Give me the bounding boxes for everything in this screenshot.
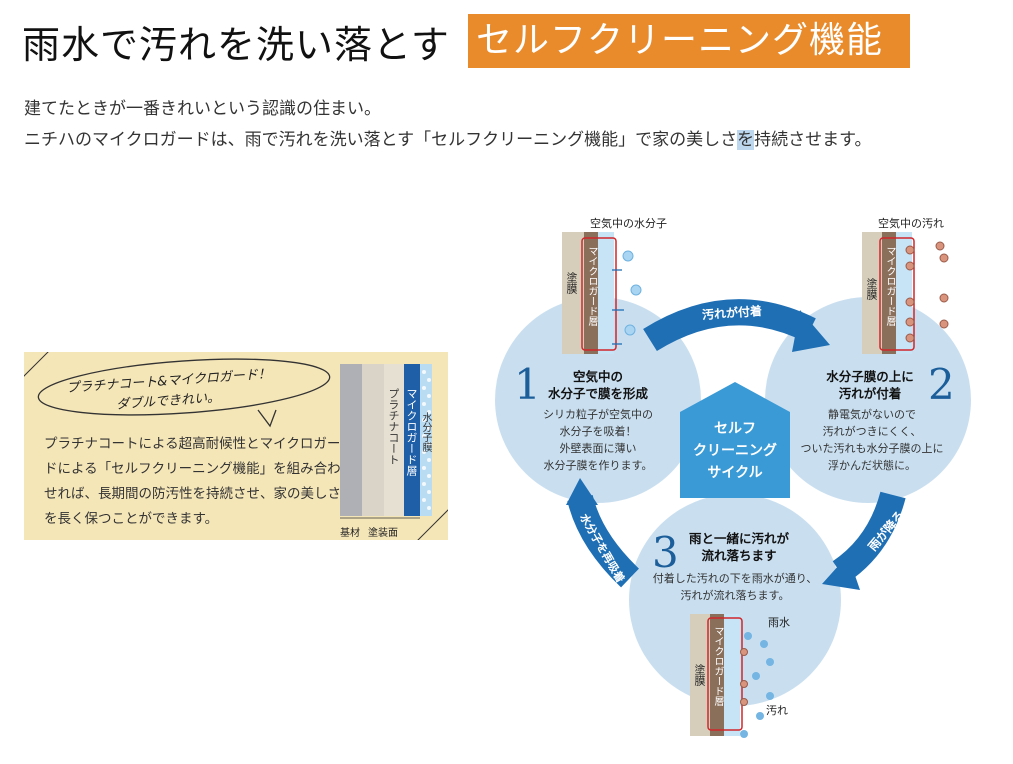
layer-platinum-label: プラチナコート (387, 388, 400, 465)
step3-dirt-label: 汚れ (766, 704, 788, 717)
step3-number: 3 (652, 528, 679, 577)
step2-label: 空気中の汚れ (878, 217, 944, 230)
panel-decoration (24, 352, 448, 540)
arrow-right-head (822, 555, 860, 590)
step1-desc-1: シリカ粒子が空気中の (543, 408, 653, 421)
step1-title-1: 空気中の (572, 369, 623, 384)
title-badge: セルフクリーニング機能 (468, 14, 910, 68)
step2-title-1: 水分子膜の上に (826, 369, 914, 384)
intro-line-2-tail: 持続させます。 (754, 130, 872, 150)
step2-layer-label: マイクロガード層 (884, 246, 895, 326)
step1-label: 空気中の水分子 (590, 217, 667, 230)
step1-desc-4: 水分子膜を作ります。 (543, 459, 653, 472)
step2-desc-1: 静電気がないので (828, 408, 916, 421)
step3-desc-2: 汚れが流れ落ちます。 (680, 589, 790, 602)
step3-desc: 付着した汚れの下を雨水が通り、 汚れが流れ落ちます。 (642, 570, 828, 604)
step2-desc-3: ついた汚れも水分子膜の上に (800, 442, 944, 455)
arrow-top-head (792, 310, 830, 352)
step1-title: 空気中の 水分子で膜を形成 (538, 368, 658, 402)
step3-layer-label: マイクロガード層 (712, 626, 723, 706)
step2-number: 2 (928, 360, 955, 409)
intro-highlight: を (737, 130, 755, 150)
center-house-shape (680, 382, 790, 498)
circle-step-1 (495, 297, 701, 503)
arrow-left-head (566, 478, 598, 505)
arrow-top (643, 299, 816, 352)
step3-rain-label: 雨水 (768, 616, 790, 629)
step2-title-2: 汚れが付着 (838, 386, 902, 401)
step1-film-label: 塗膜 (565, 272, 578, 294)
intro-line-1: 建てたときが一番きれいという認識の住まい。 (24, 99, 381, 119)
step3-desc-1: 付着した汚れの下を雨水が通り、 (652, 572, 818, 585)
step1-number: 1 (514, 360, 541, 409)
step3-film-label: 塗膜 (693, 664, 706, 686)
step3-title-2: 流れ落ちます (701, 548, 777, 563)
step2-desc-4: 浮かんだ状態に。 (828, 459, 916, 472)
step3-title: 雨と一緒に汚れが 流れ落ちます (674, 530, 804, 564)
intro-line-2-text: ニチハのマイクロガードは、雨で汚れを洗い落とす「セルフクリーニング機能」で家の美… (24, 130, 738, 150)
intro-line-2: ニチハのマイクロガードは、雨で汚れを洗い落とす「セルフクリーニング機能」で家の美… (24, 125, 871, 150)
step1-desc-3: 外壁表面に薄い (559, 442, 637, 455)
wall-step-2 (862, 232, 949, 354)
cycle-center-label: セルフ クリーニング サイクル (680, 418, 790, 484)
step2-desc-2: 汚れがつきにくく、 (822, 425, 922, 438)
wall-step-3 (690, 614, 774, 738)
arrow-left (567, 494, 640, 588)
center-line-2: クリーニング (693, 443, 777, 459)
label-coating: 塗装面 (368, 528, 398, 539)
info-panel: プラチナコート&マイクロガード！ ダブルできれい。 プラチナコートによる超高耐候… (24, 352, 448, 540)
circle-step-3 (629, 494, 841, 706)
circle-step-2 (765, 297, 971, 503)
step1-title-2: 水分子で膜を形成 (547, 386, 648, 401)
layer-microguard-label: マイクロガード層 (405, 388, 418, 476)
wall-step-1 (562, 232, 642, 354)
layer-water-label: 水分子膜 (420, 412, 431, 452)
center-line-1: セルフ (714, 421, 756, 437)
label-substrate: 基材 (340, 528, 360, 539)
step1-desc-2: 水分子を吸着！ (559, 425, 637, 438)
step2-title: 水分子膜の上に 汚れが付着 (812, 368, 928, 402)
step2-film-label: 塗膜 (865, 278, 878, 300)
panel-description: プラチナコートによる超高耐候性とマイクロガードによる「セルフクリーニング機能」を… (44, 436, 341, 527)
page-title: 雨水で汚れを洗い落とす (22, 23, 450, 67)
step1-layer-label: マイクロガード層 (586, 246, 597, 326)
step1-desc: シリカ粒子が空気中の 水分子を吸着！ 外壁表面に薄い 水分子膜を作ります。 (528, 406, 668, 474)
center-line-3: サイクル (707, 465, 763, 481)
step2-desc: 静電気がないので 汚れがつきにくく、 ついた汚れも水分子膜の上に 浮かんだ状態に… (784, 406, 960, 474)
step3-title-1: 雨と一緒に汚れが (688, 531, 789, 546)
